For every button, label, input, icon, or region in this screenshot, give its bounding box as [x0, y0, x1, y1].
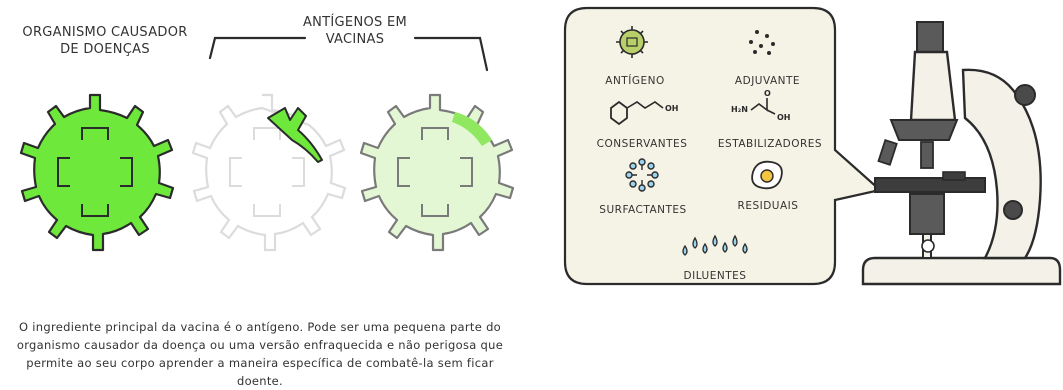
outline-pathogen-icon	[191, 93, 347, 252]
antigen-illustration	[19, 36, 515, 252]
weakened-pathogen-icon	[359, 93, 515, 252]
adjuvant-dots-icon	[749, 30, 775, 55]
vaccine-antigen-panel: ORGANISMO CAUSADOR DE DOENÇAS ANTÍGENOS …	[17, 15, 515, 388]
molecule-ring-icon: OH	[610, 100, 679, 126]
ingredient-label-surfactants: SURFACTANTES	[599, 204, 687, 216]
label-antigens: ANTÍGENOS EM VACINAS	[302, 15, 408, 47]
water-drops-icon	[682, 234, 748, 256]
egg-icon	[751, 160, 783, 190]
pathogen-icon	[19, 93, 175, 252]
micelle-icon	[625, 158, 659, 192]
antigen-icon	[616, 26, 648, 58]
antigen-fragment-icon	[267, 107, 323, 163]
speech-bubble	[563, 6, 883, 286]
microscope-icon	[861, 21, 1062, 286]
label-pathogen: ORGANISMO CAUSADOR DE DOENÇAS	[22, 25, 188, 57]
ingredient-label-diluents: DILUENTES	[683, 270, 747, 282]
bracket-line	[208, 36, 489, 72]
ingredient-label-stabilizers: ESTABILIZADORES	[717, 138, 823, 150]
ingredient-label-residuals: RESIDUAIS	[737, 200, 799, 212]
formula-h2n: H₂N	[731, 105, 748, 114]
formula-oh-2: OH	[777, 113, 791, 122]
formula-o: O	[764, 89, 771, 98]
ingredient-label-antigen: ANTÍGENO	[605, 75, 665, 87]
ingredient-label-preservatives: CONSERVANTES	[596, 138, 688, 150]
amino-acid-icon: H₂N O OH	[731, 89, 791, 122]
formula-oh: OH	[665, 104, 679, 113]
vaccine-ingredients-panel: OH H₂N O OH	[545, 0, 1063, 385]
ingredients-illustration: OH H₂N O OH	[563, 6, 1062, 286]
ingredient-label-adjuvant: ADJUVANTE	[734, 75, 801, 87]
caption-text: O ingrediente principal da vacina é o an…	[16, 320, 504, 388]
